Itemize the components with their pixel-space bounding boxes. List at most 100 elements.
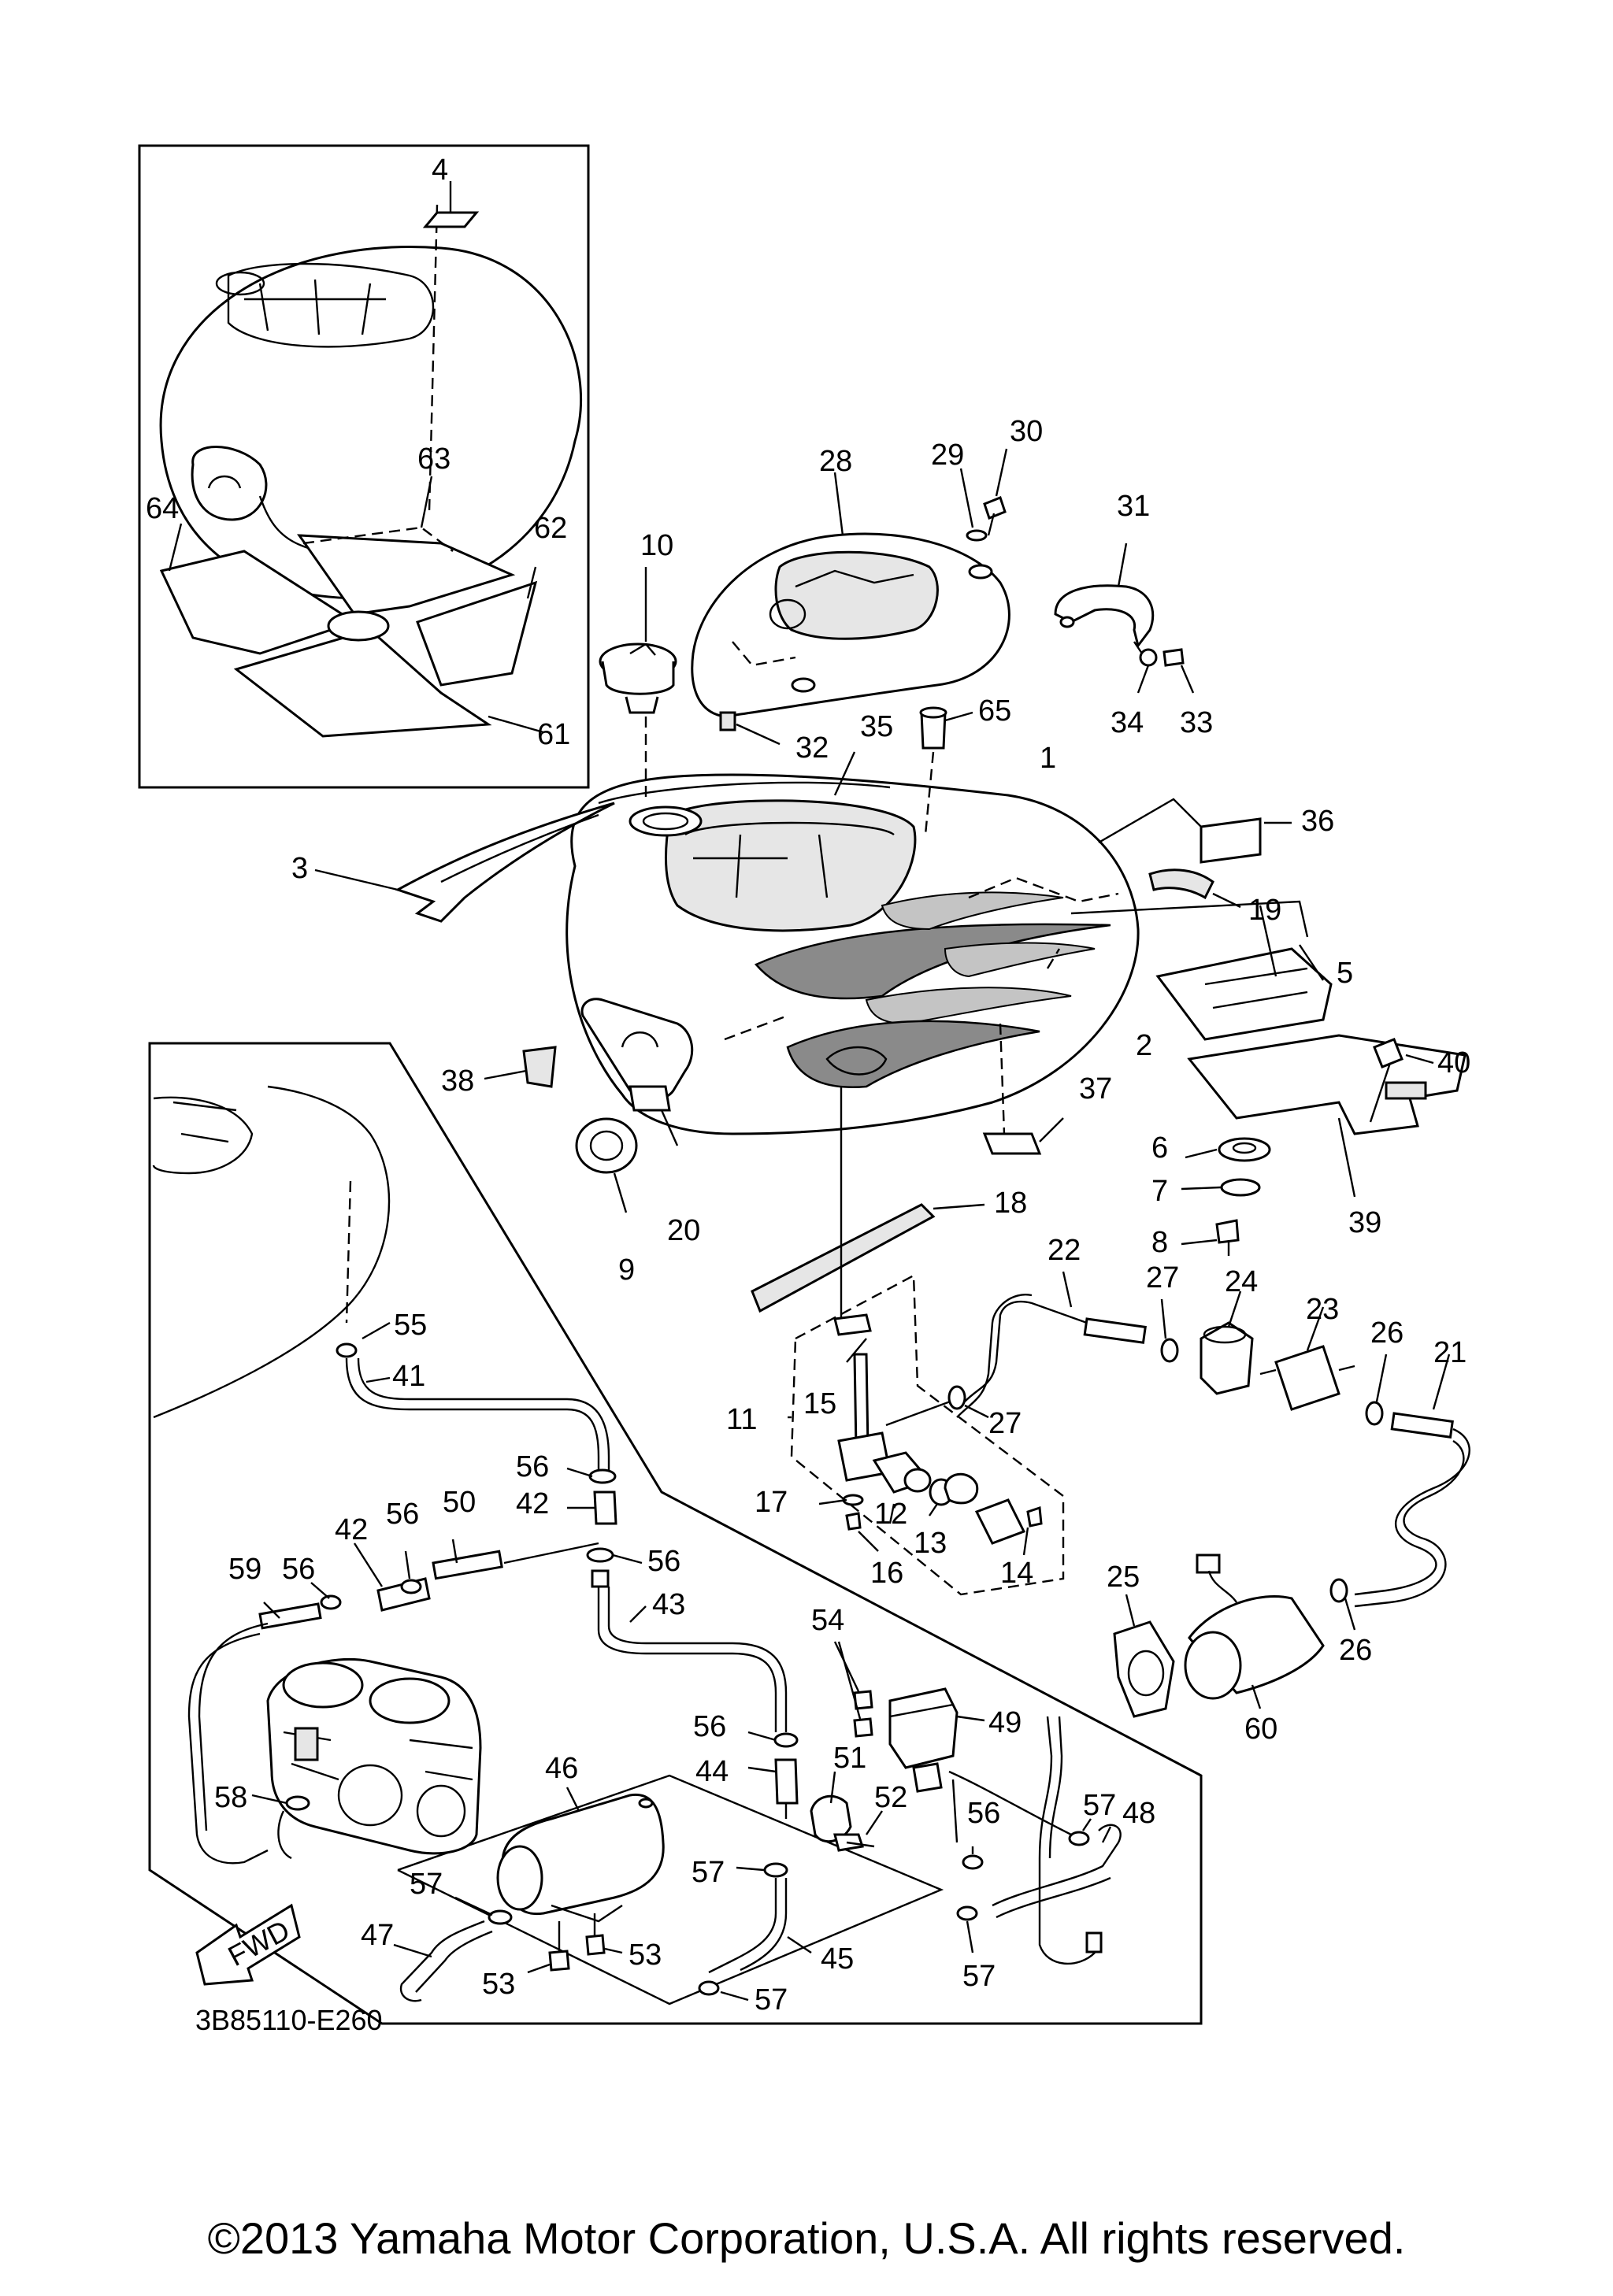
callout-39: 39 xyxy=(1348,1206,1381,1239)
part-9-damper xyxy=(575,1117,638,1213)
fwd-arrow-icon: FWD xyxy=(195,1903,301,1986)
part-10-fuel-cap xyxy=(599,567,677,803)
callout-42-a: 42 xyxy=(516,1487,549,1520)
part-23-fuel-filter xyxy=(1259,1306,1355,1411)
callout-57-d: 57 xyxy=(755,1983,788,2016)
parts-29-30-screw-washer xyxy=(959,448,1008,542)
callout-7: 7 xyxy=(1151,1175,1168,1208)
callout-10: 10 xyxy=(640,529,673,562)
callout-50: 50 xyxy=(443,1486,476,1519)
callout-59: 59 xyxy=(228,1553,261,1586)
callout-54: 54 xyxy=(811,1604,844,1637)
callout-57-b: 57 xyxy=(692,1856,725,1889)
callout-17: 17 xyxy=(755,1486,788,1519)
callout-36: 36 xyxy=(1301,805,1334,838)
callout-5: 5 xyxy=(1337,957,1353,990)
callout-41: 41 xyxy=(392,1360,425,1393)
callout-56-a: 56 xyxy=(516,1450,549,1483)
part-20-pad xyxy=(629,1085,679,1146)
callout-63: 63 xyxy=(417,443,451,476)
callout-2: 2 xyxy=(1136,1029,1152,1062)
callout-56-b: 56 xyxy=(386,1498,419,1531)
hose-43 xyxy=(591,1569,788,1732)
callout-56-f: 56 xyxy=(967,1797,1000,1830)
callout-33: 33 xyxy=(1180,706,1213,739)
callout-56-e: 56 xyxy=(693,1710,726,1743)
callout-45: 45 xyxy=(821,1942,854,1976)
part-19-damper xyxy=(1148,868,1241,909)
part-3-side-emblem xyxy=(314,802,615,923)
callout-31: 31 xyxy=(1117,490,1150,523)
part-37-plate xyxy=(982,1023,1064,1155)
diagram-code: 3B85110-E260 xyxy=(195,2004,383,2036)
callout-52: 52 xyxy=(874,1781,907,1814)
callout-62: 62 xyxy=(534,512,567,545)
callout-19: 19 xyxy=(1248,894,1281,927)
callout-15: 15 xyxy=(803,1387,836,1420)
fwd-label: FWD xyxy=(223,1913,295,1972)
callout-20: 20 xyxy=(667,1214,700,1247)
callout-29: 29 xyxy=(931,439,964,472)
hose-48-and-clamps xyxy=(951,1716,1122,1965)
screws-54 xyxy=(833,1641,873,1738)
callout-18: 18 xyxy=(994,1187,1027,1220)
callout-34: 34 xyxy=(1111,706,1144,739)
callout-8: 8 xyxy=(1151,1226,1168,1259)
part-18-seal-strip xyxy=(751,1203,985,1313)
inset-tank-underside xyxy=(159,204,582,600)
callout-40: 40 xyxy=(1437,1046,1470,1079)
hose-45-and-clamps-57 xyxy=(698,1862,812,2002)
callout-64: 64 xyxy=(146,492,179,525)
callout-26-upper: 26 xyxy=(1370,1316,1403,1350)
part-65-collar xyxy=(919,706,973,835)
canister-46 xyxy=(496,1787,665,1923)
callout-16: 16 xyxy=(870,1557,903,1590)
callout-11: 11 xyxy=(726,1403,757,1436)
callout-28: 28 xyxy=(819,445,852,478)
callout-43: 43 xyxy=(652,1588,685,1621)
callout-22: 22 xyxy=(1048,1234,1081,1267)
clamps-56-and-joint-42 xyxy=(566,1467,643,1565)
callout-51: 51 xyxy=(833,1742,866,1775)
copyright-notice: ©2013 Yamaha Motor Corporation, U.S.A. A… xyxy=(207,2213,1406,2263)
callout-3: 3 xyxy=(291,852,308,885)
joint-44-and-clamp-56 xyxy=(747,1731,799,1819)
callout-53-a: 53 xyxy=(482,1968,515,2001)
callout-21: 21 xyxy=(1433,1336,1467,1369)
callout-25: 25 xyxy=(1107,1561,1140,1594)
fuel-cock-group-11 xyxy=(788,1087,1065,1596)
callout-38: 38 xyxy=(441,1065,474,1098)
hose-47-and-clamp-57 xyxy=(393,1896,513,2002)
part-5-rear-bracket xyxy=(1070,900,1333,1041)
callout-14: 14 xyxy=(1000,1557,1033,1590)
callout-46: 46 xyxy=(545,1752,578,1785)
callout-53-b: 53 xyxy=(629,1939,662,1972)
callout-55: 55 xyxy=(394,1309,427,1342)
callout-47: 47 xyxy=(361,1919,394,1952)
callout-13: 13 xyxy=(914,1527,947,1560)
callout-32: 32 xyxy=(795,731,829,765)
callout-12: 12 xyxy=(874,1498,907,1531)
lower-inset-tank-side xyxy=(152,1085,391,1419)
callout-1: 1 xyxy=(1040,742,1056,775)
solenoid-valve-49 xyxy=(888,1687,1072,1836)
part-24-fuel-pump-body xyxy=(1200,1291,1254,1395)
callout-37: 37 xyxy=(1079,1072,1112,1105)
callout-65: 65 xyxy=(978,694,1011,728)
fuel-line-21 xyxy=(1354,1354,1470,1608)
part-60-fuel-pump xyxy=(1184,1554,1325,1709)
hose-41 xyxy=(336,1321,610,1472)
hose-59-loop xyxy=(187,1622,269,1865)
joint-42-and-hose-50-59 xyxy=(258,1539,599,1630)
callout-48: 48 xyxy=(1122,1797,1155,1830)
part-28-tank-cover xyxy=(691,472,1010,718)
part-1-fuel-tank xyxy=(565,773,1140,1135)
callout-49: 49 xyxy=(988,1706,1022,1739)
part-32-clip xyxy=(719,711,781,746)
callout-9: 9 xyxy=(618,1254,635,1287)
part-36-label xyxy=(1098,798,1292,864)
callout-44: 44 xyxy=(695,1755,729,1788)
part-4-label-sticker xyxy=(422,181,480,228)
part-25-bracket xyxy=(1113,1594,1175,1718)
callout-57-c: 57 xyxy=(410,1868,443,1901)
